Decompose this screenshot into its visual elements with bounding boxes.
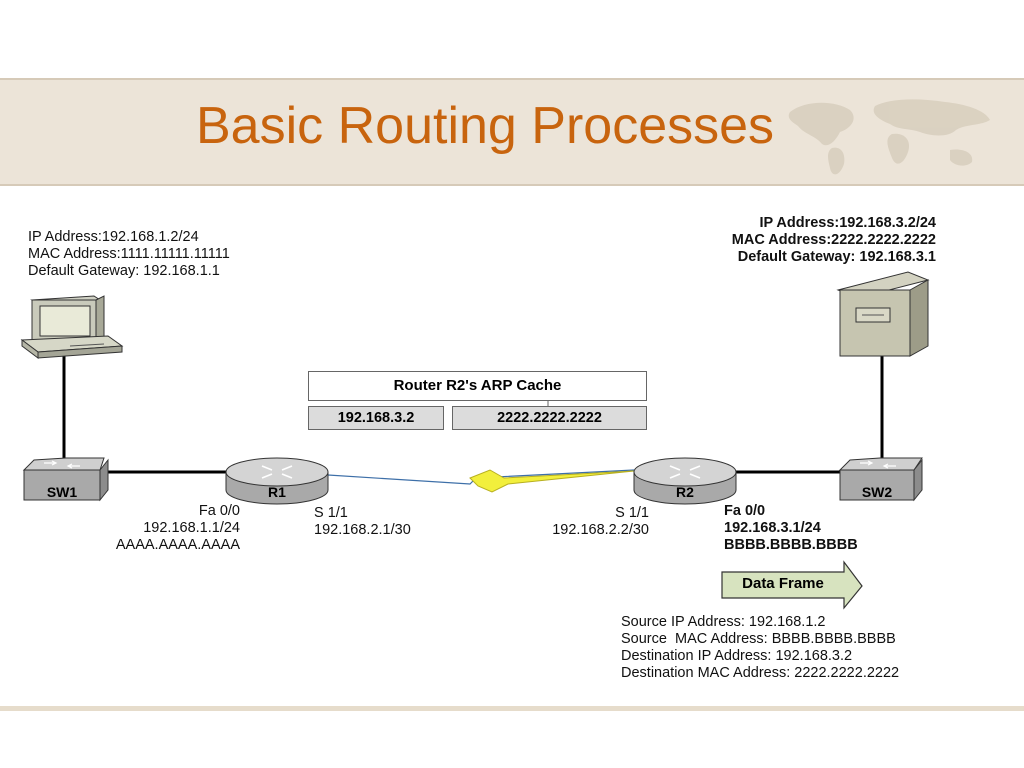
r2-label: R2 [676,484,694,500]
server-mac-address: MAC Address:2222.2222.2222 [731,232,936,248]
data-frame-arrow-icon [721,560,863,610]
r2-fa-interface: Fa 0/0 [724,503,766,519]
r1-label: R1 [268,484,286,500]
pc-ip-address: IP Address:192.168.1.2/24 [28,229,199,245]
data-frame-label: Data Frame [742,575,824,592]
arp-cache-ip: 192.168.3.2 [308,406,444,430]
server-icon [836,271,930,357]
serial-bolt-icon [469,469,635,493]
arp-cache-mac: 2222.2222.2222 [452,406,647,430]
r1-icon [225,457,329,505]
r2-serial-interface: S 1/1 [615,505,649,521]
sw2-icon [838,457,923,502]
world-map-icon [788,99,990,175]
r1-fa-ip: 192.168.1.1/24 [143,520,240,536]
frame-destination-mac: Destination MAC Address: 2222.2222.2222 [621,665,900,681]
header-band [0,78,1024,186]
pc-default-gateway: Default Gateway: 192.168.1.1 [28,263,220,279]
sw2-label: SW2 [861,484,893,500]
r2-fa-mac: BBBB.BBBB.BBBB [724,537,858,553]
r1-serial-interface: S 1/1 [314,505,348,521]
r2-serial-ip: 192.168.2.2/30 [552,522,649,538]
arp-cache-title: Router R2's ARP Cache [308,371,647,401]
r1-fa-mac: AAAA.AAAA.AAAA [115,537,240,553]
server-ip-address: IP Address:192.168.3.2/24 [759,215,936,231]
r2-icon [633,457,737,505]
sw1-icon [22,457,109,502]
pc-mac-address: MAC Address:1111.11111.11111 [28,246,230,262]
frame-source-ip: Source IP Address: 192.168.1.2 [621,614,826,630]
frame-source-mac: Source MAC Address: BBBB.BBBB.BBBB [621,631,896,647]
r1-serial-ip: 192.168.2.1/30 [314,522,411,538]
server-default-gateway: Default Gateway: 192.168.3.1 [737,249,936,265]
sw1-label: SW1 [46,484,78,500]
pc-icon [20,295,124,359]
frame-destination-ip: Destination IP Address: 192.168.3.2 [621,648,853,664]
r2-fa-ip: 192.168.3.1/24 [724,520,821,536]
slide-title: Basic Routing Processes [196,97,775,155]
r1-fa-interface: Fa 0/0 [198,503,240,519]
footer-divider [0,706,1024,711]
